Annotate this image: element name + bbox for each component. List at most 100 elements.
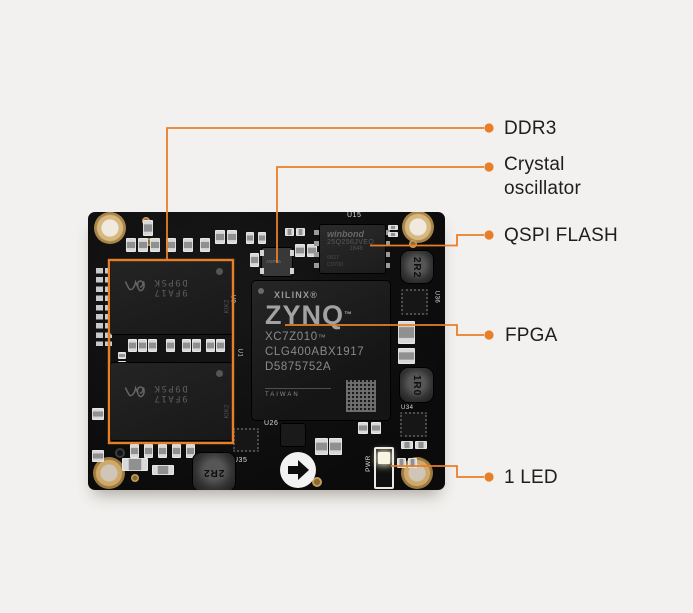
qspi-lot-code: C0700	[327, 261, 344, 268]
fpga-package-code: CLG400ABX1917	[265, 346, 365, 358]
qspi-part-number: 25Q256JVEQ	[327, 239, 375, 246]
ddr-mark-line: 9FA17	[153, 393, 188, 403]
qspi-callout-dot	[484, 230, 494, 240]
label-1-led: 1 LED	[504, 467, 558, 488]
crystal-oscillator-chip: AGPF6	[260, 248, 294, 276]
capacitor	[401, 441, 413, 449]
capacitor	[143, 220, 153, 236]
capacitor	[315, 438, 328, 455]
silkscreen-ref: U9	[229, 294, 236, 304]
capacitor	[200, 238, 210, 252]
fpga-part-number: XC7Z010™	[265, 331, 327, 343]
xilinx-brand: XILINX®	[274, 290, 319, 300]
pin1-dot	[216, 370, 223, 377]
sot-ic	[281, 424, 305, 446]
capacitor	[128, 339, 137, 352]
resistor	[152, 465, 174, 475]
capacitor	[122, 458, 148, 471]
pad	[260, 268, 264, 274]
pad	[260, 250, 264, 256]
regulator-ic-u36	[401, 289, 428, 315]
label-qspi-flash: QSPI FLASH	[504, 225, 618, 246]
capacitor	[408, 458, 417, 468]
led-die	[378, 452, 390, 464]
power-led	[374, 447, 394, 489]
inductor-1r0: 1R0	[399, 367, 434, 403]
pad	[290, 250, 294, 256]
silkscreen-ref: U35	[233, 457, 248, 464]
pin1-dot	[216, 268, 223, 275]
edge-connector-pads	[96, 268, 103, 346]
capacitor	[183, 238, 193, 252]
capacitor	[246, 232, 254, 244]
fpga-serial: D5875752A	[265, 361, 332, 373]
silkscreen-ref: U1	[236, 348, 243, 358]
label-ddr3: DDR3	[504, 118, 557, 139]
capacitor	[148, 339, 157, 352]
qspi-date-code: 1848	[349, 246, 363, 252]
capacitor	[92, 408, 104, 420]
capacitor	[172, 444, 181, 458]
ddr-marking: 9FA17 D9PSK	[121, 383, 188, 403]
capacitor	[138, 339, 147, 352]
capacitor	[166, 339, 175, 352]
capacitor	[192, 339, 201, 352]
ddr-mark-line: 9FA17	[153, 287, 188, 297]
test-point	[115, 448, 125, 458]
ddr-side-mark: KIK2	[223, 404, 231, 419]
micron-logo-icon	[125, 385, 146, 398]
capacitor	[126, 238, 136, 252]
capacitor	[182, 339, 191, 352]
capacitor	[296, 228, 305, 236]
via	[131, 474, 139, 482]
regulator-ic-u34	[400, 412, 427, 437]
capacitor	[371, 422, 381, 434]
silkscreen-ref: U36	[433, 290, 440, 304]
zynq-fpga-chip: XILINX® ZYNQ™ XC7Z010™ CLG400ABX1917 D58…	[252, 281, 390, 420]
capacitor	[329, 438, 342, 455]
label-crystal-oscillator: Crystal oscillator	[504, 154, 581, 199]
pcb-board: 9FA17 D9PSK KIK2 9FA17 D9PSK	[88, 212, 445, 490]
capacitor	[388, 232, 398, 237]
capacitor	[358, 422, 368, 434]
fpga-origin: TAIWAN	[265, 392, 300, 398]
ddr-marking: 9FA17 D9PSK	[121, 277, 188, 297]
pin1-dot	[258, 288, 264, 294]
capacitor	[186, 444, 195, 458]
capacitor	[130, 444, 139, 458]
capacitor	[285, 228, 294, 236]
mounting-hole-top-left	[94, 212, 126, 244]
capacitor	[415, 441, 427, 449]
capacitor	[158, 444, 167, 458]
capacitor	[166, 238, 176, 252]
fpga-callout-dot	[484, 330, 494, 340]
label-fpga: FPGA	[505, 325, 558, 346]
arrow-icon	[280, 452, 316, 488]
silkscreen-ref: U26	[264, 420, 279, 427]
capacitor	[92, 450, 104, 462]
zynq-family: ZYNQ™	[265, 300, 354, 330]
micron-logo-icon	[125, 279, 146, 292]
via	[312, 477, 322, 487]
capacitor	[215, 230, 225, 244]
capacitor	[398, 321, 415, 344]
pad	[290, 268, 294, 274]
ddr3-callout-dot	[484, 123, 494, 133]
silkscreen-ref: U15	[347, 212, 362, 219]
capacitor	[295, 244, 305, 257]
capacitor	[398, 348, 415, 364]
pwr-label: PWR	[364, 455, 372, 472]
capacitor	[388, 225, 398, 230]
tm-mark: ™	[317, 333, 327, 342]
ic-u26	[233, 428, 259, 452]
tm-mark: ™	[344, 310, 354, 319]
capacitor	[227, 230, 237, 244]
ddr-mark-line: D9PSK	[153, 383, 188, 393]
capacitor	[258, 232, 266, 244]
capacitor	[144, 444, 153, 458]
crystal-marking: AGPF6	[266, 259, 281, 264]
ddr3-chip-2: 9FA17 D9PSK KIK2	[111, 363, 232, 440]
ddr-mark-line: D9PSK	[153, 277, 188, 287]
capacitor	[250, 253, 259, 267]
